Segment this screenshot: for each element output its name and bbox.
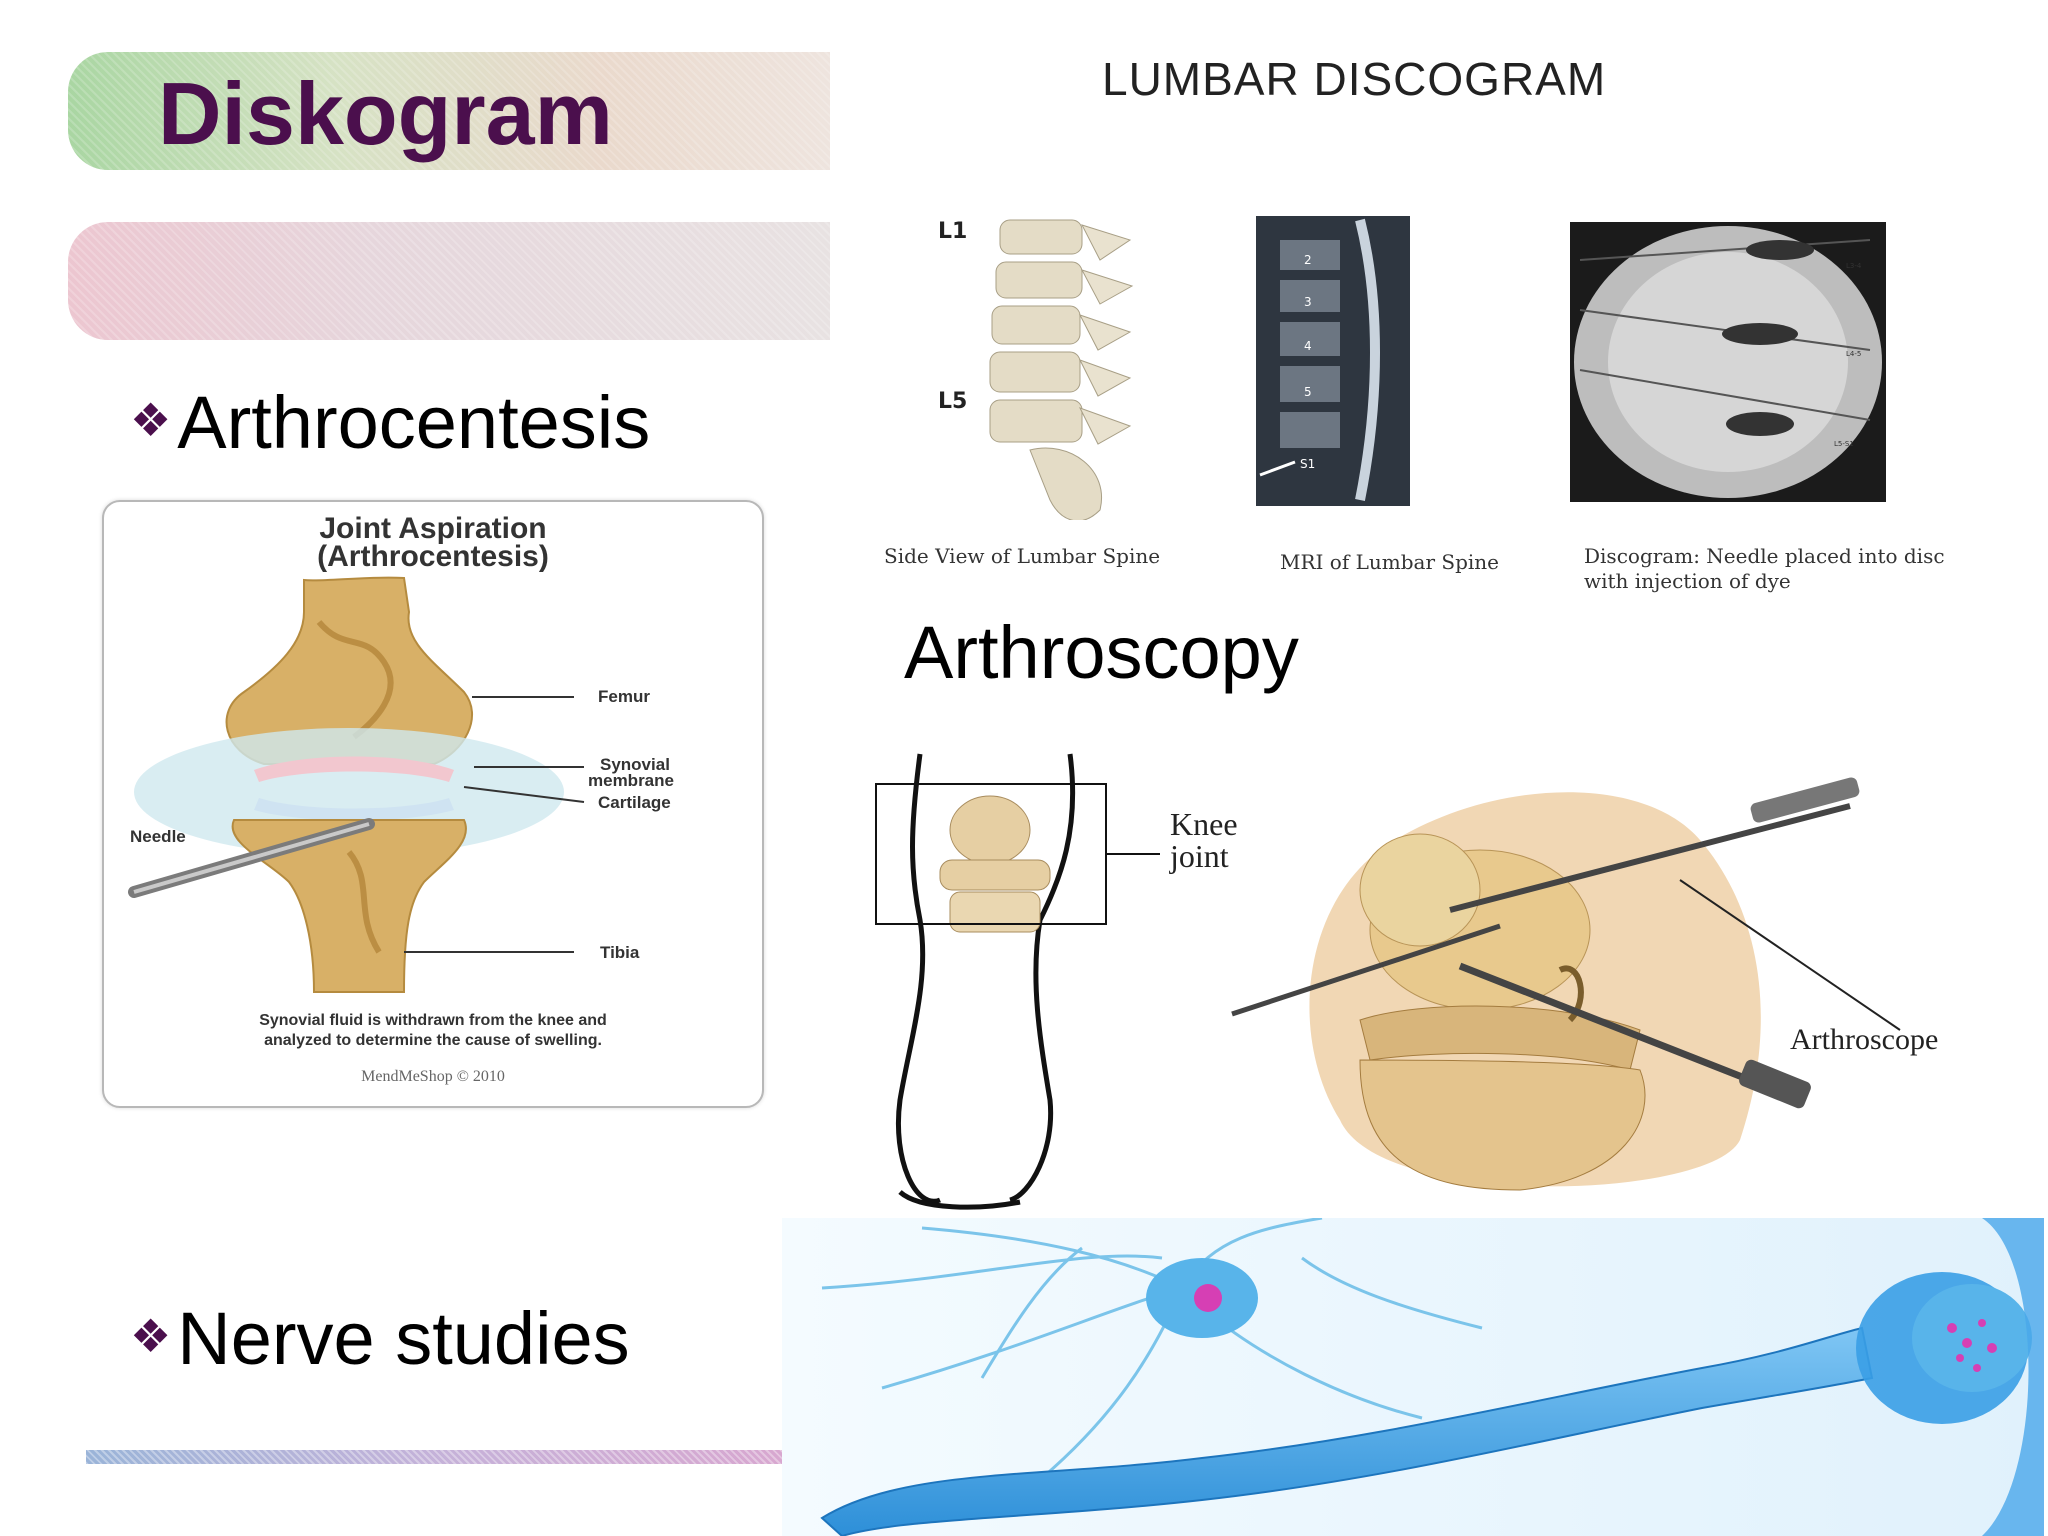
- bullet-arthrocentesis: ❖Arthrocentesis: [130, 386, 650, 460]
- label-knee: Knee: [1170, 806, 1238, 842]
- caption-side-view: Side View of Lumbar Spine: [884, 544, 1161, 568]
- knee-joint-illustration: [128, 576, 585, 993]
- bullet-nerve-studies: ❖Nerve studies: [130, 1302, 630, 1376]
- mendmeshop-logo: MendMeShop © 2010: [361, 1068, 505, 1085]
- label-l1: L1: [938, 219, 967, 244]
- figure-title: Joint Aspiration: [319, 512, 547, 545]
- bullet-text: Nerve studies: [177, 1297, 630, 1380]
- knee-bones: [939, 795, 1051, 933]
- slide-title: Diskogram: [158, 64, 613, 163]
- label-arthroscope: Arthroscope: [1790, 1023, 1939, 1056]
- diamond-bullet-icon: ❖: [130, 1310, 172, 1362]
- label-l5: L5: [938, 389, 967, 414]
- diamond-bullet-icon: ❖: [130, 394, 172, 446]
- figure-caption-line-2: analyzed to determine the cause of swell…: [264, 1032, 602, 1049]
- figure-subtitle: (Arthrocentesis): [317, 540, 549, 573]
- mri-label-2: 2: [1304, 253, 1312, 267]
- label-femur: Femur: [598, 687, 650, 706]
- neuron-illustration: [782, 1218, 2044, 1536]
- xray-label-l5s1: L5-S1: [1834, 440, 1854, 448]
- label-needle: Needle: [130, 827, 186, 846]
- xray-label-l45: L4-5: [1846, 350, 1861, 358]
- label-tibia: Tibia: [600, 943, 640, 962]
- xray-label-l34: L3-4: [1846, 262, 1862, 270]
- title-band: [68, 52, 830, 170]
- subtitle-band: [68, 222, 830, 340]
- caption-discogram-line-1: Discogram: Needle placed into disc: [1584, 544, 1945, 568]
- figure-caption-line-1: Synovial fluid is withdrawn from the kne…: [259, 1012, 607, 1029]
- knee-cutaway: [1309, 792, 1761, 1191]
- discogram-title: LUMBAR DISCOGRAM: [1102, 53, 1607, 105]
- mri-label-3: 3: [1304, 295, 1312, 309]
- joint-aspiration-figure: Joint Aspiration (Arthrocentesis) Femur …: [102, 500, 764, 1108]
- label-synovial: Synovial: [600, 755, 670, 774]
- caption-mri: MRI of Lumbar Spine: [1280, 550, 1499, 574]
- spine-side-view: [989, 219, 1134, 520]
- mri-label-s1: S1: [1300, 457, 1315, 471]
- label-membrane: membrane: [588, 771, 674, 790]
- arthroscopy-figure: [875, 753, 1901, 1210]
- mri-label-4: 4: [1304, 339, 1312, 353]
- mri-image: [1256, 216, 1410, 506]
- caption-discogram-line-2: with injection of dye: [1584, 569, 1791, 593]
- bottom-decorative-bar: [86, 1450, 786, 1464]
- discogram-xray: [1570, 222, 1886, 502]
- label-joint: joint: [1170, 838, 1229, 874]
- arthroscopy-heading: Arthroscopy: [904, 611, 1299, 694]
- lumbar-discogram-figure: L1 L5 2 3 4 5 S1 L3-4 L4-5 L5-S1: [938, 216, 1886, 520]
- mri-label-5: 5: [1304, 385, 1312, 399]
- leg-outline: [896, 753, 1076, 1210]
- label-cartilage: Cartilage: [598, 793, 671, 812]
- bullet-text: Arthrocentesis: [177, 381, 651, 464]
